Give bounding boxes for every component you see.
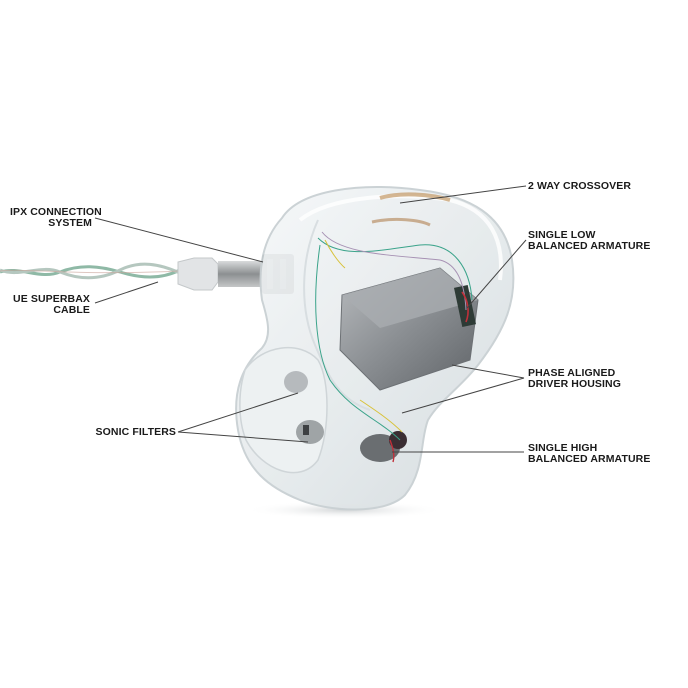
leader-lines [94,185,527,453]
label-line: 2 WAY CROSSOVER [528,180,632,192]
label-line: BALANCED ARMATURE [528,453,651,465]
label-2-way-crossover: 2 WAY CROSSOVER [528,181,631,192]
label-line: BALANCED ARMATURE [528,240,651,252]
label-line: SYSTEM [48,217,92,229]
label-single-high-balanced-armature: SINGLE HIGH BALANCED ARMATURE [528,443,650,465]
label-line: PHASE ALIGNED [528,367,616,379]
label-ipx-connection-system: IPX CONNECTION SYSTEM [10,206,102,229]
label-phase-aligned-driver-housing: PHASE ALIGNED DRIVER HOUSING [528,368,621,390]
label-line: IPX CONNECTION [10,206,102,218]
label-line: UE SUPERBAX [13,293,90,305]
label-line: SINGLE LOW [528,229,596,241]
label-line: CABLE [53,304,90,316]
label-sonic-filters: SONIC FILTERS [60,427,176,438]
label-line: DRIVER HOUSING [528,378,621,390]
cable-icon [0,262,181,280]
label-ue-superbax-cable: UE SUPERBAX CABLE [10,294,90,316]
label-line: SONIC FILTERS [95,426,176,438]
driver-housing-icon [339,267,479,391]
label-single-low-balanced-armature: SINGLE LOW BALANCED ARMATURE [528,230,650,252]
sonic-filter-icon [284,371,324,444]
internal-wires-icon [315,231,473,463]
label-line: SINGLE HIGH [528,442,598,454]
